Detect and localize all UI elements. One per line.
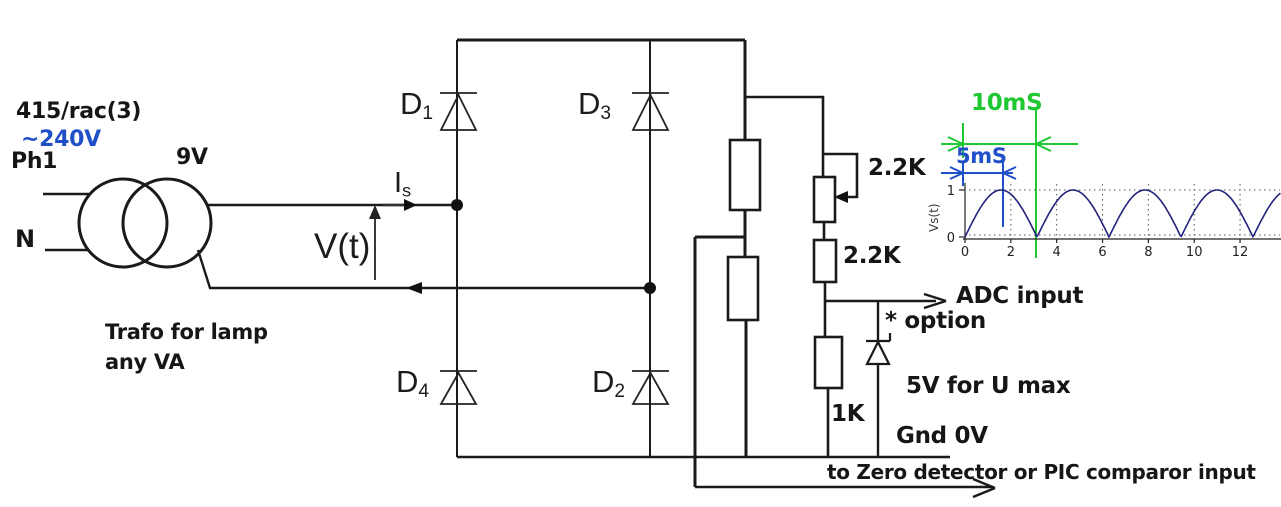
phase-label: Ph1 xyxy=(11,149,58,174)
x-tick-label: 8 xyxy=(1144,245,1152,260)
x-tick-label: 0 xyxy=(961,245,969,260)
d3-label: D3 xyxy=(578,86,612,124)
bridge-frame xyxy=(456,38,950,459)
dimension-5ms xyxy=(941,162,1017,227)
divider-wiring xyxy=(693,40,996,499)
bridge-diodes xyxy=(439,92,670,405)
resistor-bottom-value-label: 1K xyxy=(831,401,865,427)
x-tick-label: 2 xyxy=(1007,245,1015,260)
source-voltage-label: 415/rac(3) xyxy=(16,99,142,124)
pot-wiper-loop xyxy=(824,152,859,199)
d3-triangle xyxy=(631,92,670,131)
x-tick-label: 10 xyxy=(1186,245,1203,260)
d4-triangle xyxy=(439,371,478,405)
resistor-mid-value-label: 2.2K xyxy=(843,243,901,269)
option-label: * option xyxy=(885,308,986,334)
resistor-2k2-box xyxy=(812,238,838,284)
zener-voltage-label: 5V for U max xyxy=(906,373,1071,399)
current-label: Is xyxy=(394,167,412,201)
pot-branch-wire xyxy=(745,95,825,177)
voltage-label: V(t) xyxy=(314,227,371,266)
pot-wiper-arrow xyxy=(834,191,848,203)
secondary-voltage-label: 9V xyxy=(176,145,208,170)
junction-dot-left xyxy=(451,199,463,211)
annotation-5ms-label: 5mS xyxy=(956,144,1007,168)
x-tick-label: 4 xyxy=(1053,245,1061,260)
dimension-10ms xyxy=(941,108,1078,258)
d2-triangle xyxy=(631,371,670,405)
mains-voltage-label: ~240V xyxy=(21,127,101,152)
junction-dot-right xyxy=(644,282,656,294)
zener-diode-symbol xyxy=(865,333,892,366)
trafo-note-line1: Trafo for lamp xyxy=(105,320,268,344)
pot-value-label: 2.2K xyxy=(868,155,926,181)
plot-axes xyxy=(963,183,1281,240)
voltage-arrow xyxy=(369,205,381,219)
resistor-top-box xyxy=(728,138,762,212)
adc-input-label: ADC input xyxy=(956,283,1084,309)
d2-label: D2 xyxy=(592,364,626,402)
secondary-wires xyxy=(196,203,650,290)
zero-detector-arrowhead xyxy=(972,477,996,499)
x-tick-label: 12 xyxy=(1232,245,1249,260)
secondary-winding xyxy=(121,177,213,269)
potentiometer-box xyxy=(812,175,837,224)
primary-winding xyxy=(77,177,169,269)
trafo-note-line2: any VA xyxy=(105,350,185,374)
secondary-bottom-wire xyxy=(196,249,650,290)
plot-y-axis-label: Vs(t) xyxy=(927,203,941,232)
y-tick-label: 1 xyxy=(947,184,955,199)
x-tick-label: 6 xyxy=(1098,245,1106,260)
adc-arrowhead xyxy=(923,292,947,310)
d1-triangle xyxy=(439,92,478,131)
resistor-1k-box xyxy=(813,335,844,390)
d1-label: D1 xyxy=(400,86,434,124)
ground-label: Gnd 0V xyxy=(896,423,988,449)
zener-triangle xyxy=(865,339,891,366)
neutral-label: N xyxy=(15,225,35,253)
d4-label: D4 xyxy=(396,364,430,402)
y-tick-label: 0 xyxy=(947,231,955,246)
transformer-symbol xyxy=(43,177,213,269)
return-arrow xyxy=(406,282,422,294)
annotation-10ms-label: 10mS xyxy=(971,90,1043,116)
resistor-lower-box xyxy=(726,255,760,322)
rectified-sine-curve xyxy=(964,189,1281,239)
current-arrow xyxy=(404,199,417,211)
resistors xyxy=(726,138,844,390)
zero-detector-label: to Zero detector or PIC comparor input xyxy=(827,460,1256,484)
waveform-plot: 0 2 4 6 8 10 12 0 1 xyxy=(947,184,1281,260)
